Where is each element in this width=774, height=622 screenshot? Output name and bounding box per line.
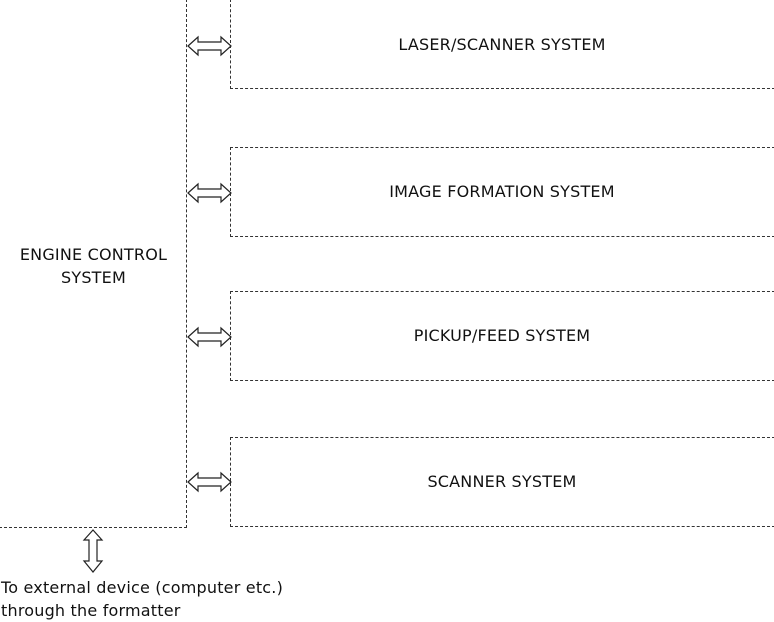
scanner-system-label: SCANNER SYSTEM	[427, 472, 577, 491]
external-device-caption: To external device (computer etc.) throu…	[1, 576, 283, 622]
engine-control-label-line2: SYSTEM	[61, 268, 126, 287]
engine-control-box	[0, 0, 187, 528]
laser-scanner-system-box	[230, 0, 774, 89]
external-device-caption-line1: To external device (computer etc.)	[1, 578, 284, 597]
engine-control-label: ENGINE CONTROL SYSTEM	[0, 243, 187, 289]
pickup-feed-system-label: PICKUP/FEED SYSTEM	[413, 326, 591, 345]
laser-scanner-system-label: LASER/SCANNER SYSTEM	[398, 35, 606, 54]
double-arrow-image-formation-icon	[187, 182, 232, 204]
double-arrow-laser-scanner-icon	[187, 35, 232, 57]
image-formation-system-label: IMAGE FORMATION SYSTEM	[389, 182, 615, 201]
double-arrow-scanner-icon	[187, 471, 232, 493]
double-arrow-external-icon	[82, 529, 104, 573]
double-arrow-pickup-feed-icon	[187, 326, 232, 348]
engine-control-label-line1: ENGINE CONTROL	[19, 245, 168, 264]
external-device-caption-line2: through the formatter	[1, 601, 181, 620]
